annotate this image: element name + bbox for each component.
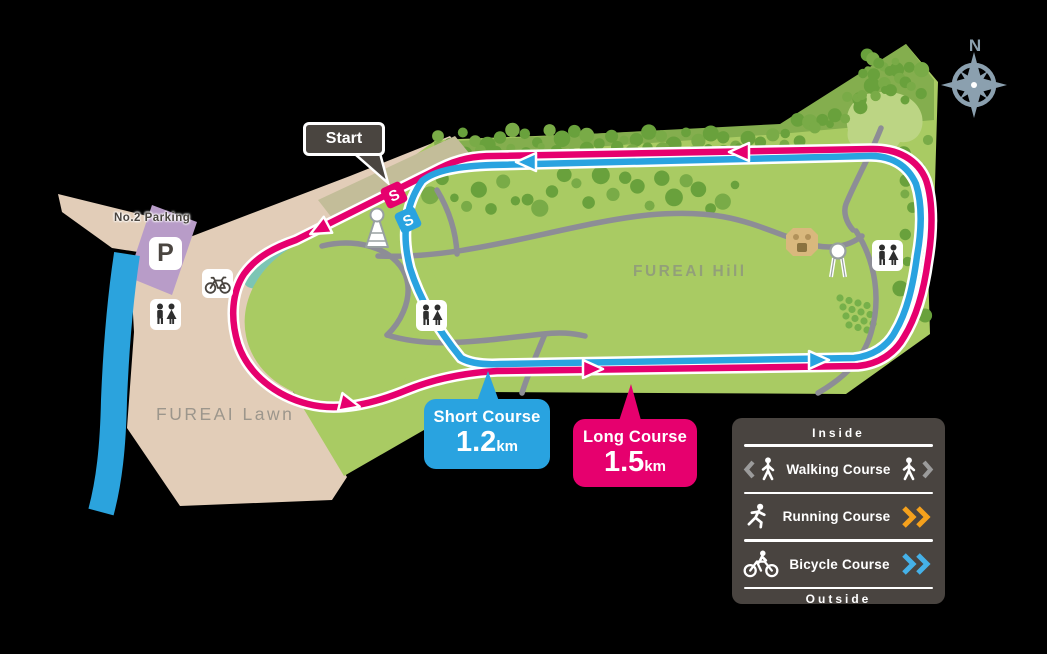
monument-icon (786, 228, 818, 256)
legend-divider (744, 539, 933, 542)
legend-bicycle-label: Bicycle Course (789, 556, 890, 572)
legend-outside-label: Outside (805, 592, 872, 606)
double-chevron-orange-icon (902, 505, 931, 528)
walking-person-icon (902, 456, 916, 480)
long-course-distance: 1.5 (603, 446, 645, 478)
start-strip (318, 136, 469, 218)
double-chevron-blue-icon (902, 553, 931, 575)
bicycle-icon (202, 269, 233, 298)
lamp-pole-icon (829, 242, 847, 278)
legend-running-label: Running Course (782, 509, 891, 524)
parking-icon: P (149, 237, 182, 270)
walking-person-icon (761, 456, 775, 480)
long-course-route (230, 145, 935, 411)
long-course-unit: km (644, 458, 666, 475)
tower-icon (365, 207, 389, 248)
long-bubble-tail (618, 384, 642, 424)
running-person-icon (747, 503, 766, 529)
course-legend: Inside Walking Course Running Course Bic… (732, 418, 945, 606)
long-course-callout: Long Course 1.5km (573, 419, 697, 487)
short-course-title: Short Course (433, 408, 541, 426)
hill-label: FUREAI Hill (633, 263, 747, 280)
lawn-label: FUREAI Lawn (156, 404, 295, 424)
legend-divider (744, 491, 933, 494)
lawn-area (127, 136, 468, 506)
legend-walking-label: Walking Course (786, 461, 891, 477)
short-course-route (402, 152, 924, 368)
legend-row-bicycle: Bicycle Course (743, 544, 934, 585)
short-bubble-tail (476, 371, 500, 404)
legend-inside-label: Inside (812, 426, 865, 440)
start-label: Start (303, 122, 385, 156)
short-course-distance: 1.2 (455, 426, 497, 458)
restroom-icon (416, 300, 447, 331)
short-course-callout: Short Course 1.2km (424, 399, 550, 469)
compass-icon (941, 52, 1007, 118)
legend-row-walking: Walking Course (743, 449, 934, 490)
course-routes (227, 143, 938, 413)
restroom-icon (872, 240, 903, 271)
long-course-title: Long Course (583, 428, 687, 446)
direction-arrows (309, 141, 831, 412)
start-badge-short: S (394, 206, 422, 234)
short-course-unit: km (496, 438, 518, 455)
parking-label: No.2 Parking (114, 212, 191, 224)
compass-north-label: N (968, 36, 982, 55)
legend-divider (744, 586, 933, 589)
footpaths (319, 125, 884, 396)
chevron-right-icon (922, 460, 934, 478)
lawn-hill (244, 231, 444, 401)
restroom-icon (150, 299, 181, 330)
legend-row-running: Running Course (743, 496, 934, 537)
cyclist-icon (743, 550, 779, 578)
start-badge-long: S (380, 181, 408, 209)
chevron-left-icon (743, 460, 755, 478)
legend-divider (744, 444, 933, 447)
river (88, 252, 140, 516)
